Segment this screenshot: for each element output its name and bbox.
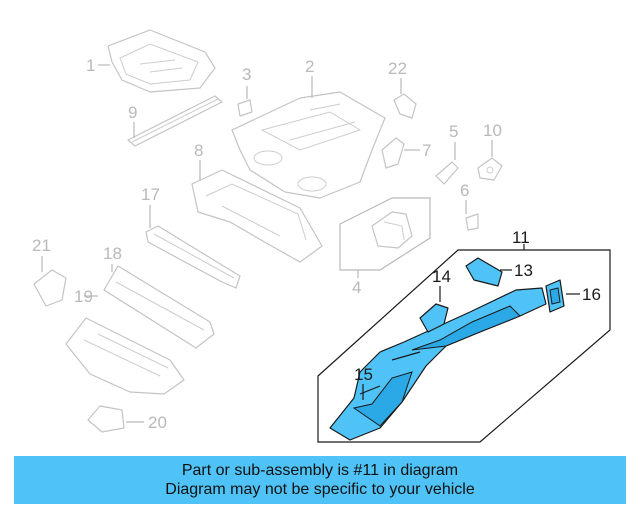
- part-21-bracket[interactable]: [33, 269, 67, 307]
- callout-21: 21: [32, 236, 51, 255]
- callout-3: 3: [242, 65, 251, 84]
- part-2-rear-floor-pan[interactable]: [231, 91, 386, 199]
- banner-line-1: Part or sub-assembly is #11 in diagram: [181, 462, 459, 479]
- part-7-bracket[interactable]: [381, 137, 405, 169]
- part-8-crossmember[interactable]: [191, 169, 323, 263]
- part-5-bracket[interactable]: [435, 161, 459, 185]
- part-4-bracket[interactable]: [371, 211, 413, 249]
- part-20-bracket[interactable]: [87, 405, 125, 433]
- callout-16: 16: [582, 285, 601, 304]
- callout-10: 10: [483, 121, 502, 140]
- callout-17: 17: [141, 185, 160, 204]
- callout-8: 8: [194, 141, 203, 160]
- callout-20: 20: [148, 413, 167, 432]
- part-6-bracket[interactable]: [465, 213, 479, 231]
- part-9-rail[interactable]: [127, 95, 223, 147]
- part-3-bracket[interactable]: [237, 99, 253, 117]
- callout-11: 11: [512, 228, 530, 247]
- callout-4: 4: [352, 278, 361, 297]
- assembly-11-frame: [317, 249, 611, 443]
- part-17-panel[interactable]: [145, 225, 241, 289]
- callout-5: 5: [449, 122, 458, 141]
- info-banner: Part or sub-assembly is #11 in diagram D…: [14, 456, 626, 504]
- part-10-plate[interactable]: [477, 157, 503, 181]
- callout-9: 9: [128, 103, 137, 122]
- callout-15: 15: [354, 365, 373, 384]
- part-18-panel[interactable]: [103, 265, 215, 349]
- callout-7: 7: [422, 141, 431, 160]
- callout-2: 2: [305, 57, 314, 76]
- callout-6: 6: [460, 181, 469, 200]
- part-4-callout-frame: [339, 197, 431, 271]
- part-11-rear-frame-rail[interactable]: [329, 287, 547, 441]
- callout-22: 22: [388, 59, 407, 78]
- part-14-bracket[interactable]: [419, 303, 449, 333]
- banner-line-2: Diagram may not be specific to your vehi…: [165, 481, 475, 498]
- part-1-spare-tire-tub[interactable]: [107, 29, 216, 93]
- callout-14: 14: [432, 267, 451, 286]
- parts-diagram: 1 2 3 22 9 7 5 10: [32, 29, 611, 443]
- callout-1: 1: [86, 56, 95, 75]
- part-16-plate[interactable]: [545, 279, 565, 313]
- part-13-bracket[interactable]: [465, 257, 503, 287]
- callout-13: 13: [514, 261, 533, 280]
- callout-18: 18: [103, 244, 122, 263]
- callout-19: 19: [74, 287, 93, 306]
- part-22-bracket[interactable]: [393, 93, 417, 119]
- part-19-floor-section[interactable]: [65, 317, 185, 395]
